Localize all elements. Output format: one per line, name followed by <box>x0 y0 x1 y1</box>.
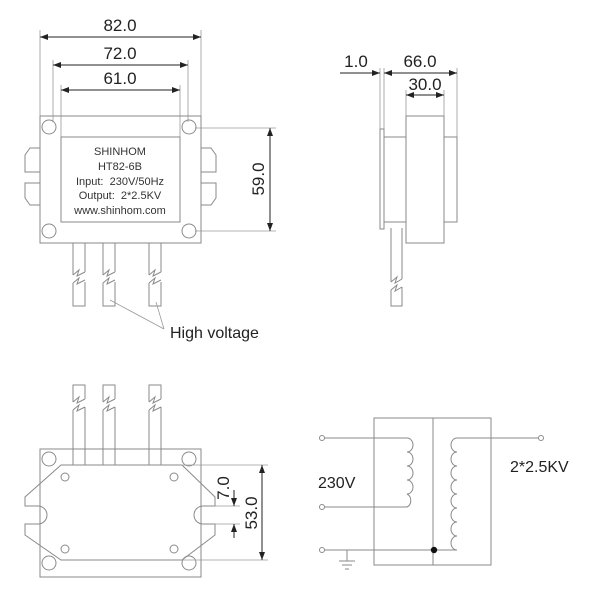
ground-icon <box>339 550 355 570</box>
bracket-hole <box>60 472 70 482</box>
nameplate <box>60 136 181 223</box>
transformer-body <box>39 115 202 244</box>
mounting-hole <box>41 555 57 571</box>
bracket-hole <box>169 472 179 482</box>
core-right <box>443 136 458 223</box>
nameplate-model: HT82-6B <box>98 161 142 173</box>
mount-tab-left-lower <box>24 182 40 206</box>
nameplate-output: Output: 2*2.5KV <box>79 190 162 202</box>
nameplate-brand: SHINHOM <box>94 146 146 158</box>
dim-plate-thickness: 1.0 <box>344 52 368 71</box>
terminal <box>319 547 325 553</box>
mounting-hole <box>41 451 57 467</box>
bracket-hole <box>60 544 70 554</box>
bottom-body <box>39 448 202 578</box>
nameplate-input: Input: 230V/50Hz <box>76 176 164 188</box>
side-view: 1.0 66.0 30.0 <box>340 52 458 307</box>
high-voltage-callout: High voltage <box>170 325 259 342</box>
primary-voltage-label: 230V <box>318 475 356 492</box>
dim-coil-depth: 30.0 <box>408 75 441 94</box>
side-lead <box>390 228 403 307</box>
bracket-hole <box>169 544 179 554</box>
bottom-leads <box>72 384 162 465</box>
mounting-hole <box>181 119 197 135</box>
callout-leader <box>109 299 165 330</box>
terminal <box>319 504 325 510</box>
dim-hole-vertical: 59.0 <box>249 162 268 195</box>
mount-tab-left-upper <box>24 147 40 173</box>
mounting-hole <box>181 223 197 239</box>
secondary-winding <box>324 437 538 551</box>
mounting-hole <box>181 555 197 571</box>
mount-tab-right-upper <box>201 147 217 173</box>
dim-slot-width: 7.0 <box>214 476 233 500</box>
mounting-hole <box>41 119 57 135</box>
extension-lines <box>39 30 276 232</box>
dim-label-width: 61.0 <box>103 69 136 88</box>
junction-dot <box>430 546 438 554</box>
mount-tab-right-lower <box>201 182 217 206</box>
terminal <box>319 435 325 441</box>
dim-overall-width: 82.0 <box>103 16 136 35</box>
high-voltage-leads <box>72 243 162 307</box>
mounting-plate <box>379 128 385 230</box>
dim-plate-height: 53.0 <box>242 496 261 529</box>
core-left <box>383 136 407 223</box>
mounting-hole <box>181 451 197 467</box>
secondary-voltage-label: 2*2.5KV <box>510 459 569 476</box>
mounting-hole <box>41 223 57 239</box>
dim-overall-depth: 66.0 <box>403 52 436 71</box>
mounting-bracket <box>24 464 216 561</box>
primary-winding <box>324 437 414 508</box>
terminal <box>538 435 544 441</box>
bottom-view: 7.0 53.0 <box>24 384 268 578</box>
nameplate-website: www.shinhom.com <box>73 205 166 217</box>
schematic: 230V 2*2.5KV <box>318 417 569 570</box>
coil-body <box>405 115 445 244</box>
dim-hole-spacing: 72.0 <box>103 44 136 63</box>
top-view: 82.0 72.0 61.0 59.0 SHINHOM HT82-6B Inpu… <box>24 16 276 342</box>
